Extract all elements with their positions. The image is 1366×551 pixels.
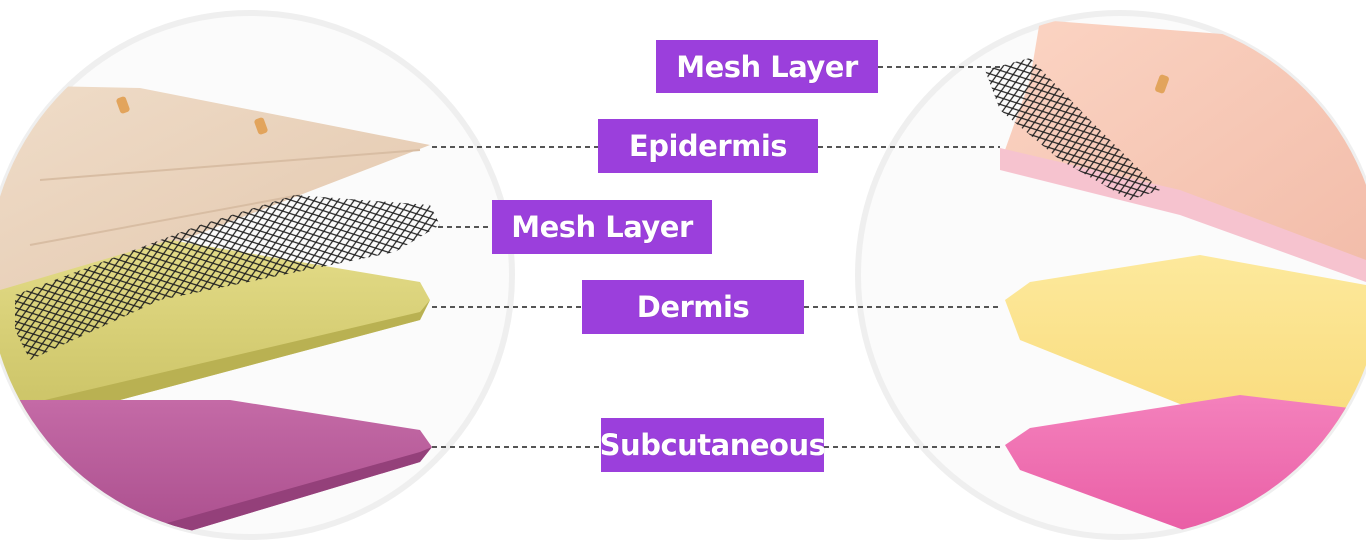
mesh-layer-label-middle: Mesh Layer — [492, 200, 712, 254]
mesh-layer-label-top: Mesh Layer — [656, 40, 878, 93]
epidermis-label: Epidermis — [598, 119, 818, 173]
dermis-label: Dermis — [582, 280, 804, 334]
right-skin-block — [985, 20, 1366, 547]
subcutaneous-label: Subcutaneous — [601, 418, 824, 472]
